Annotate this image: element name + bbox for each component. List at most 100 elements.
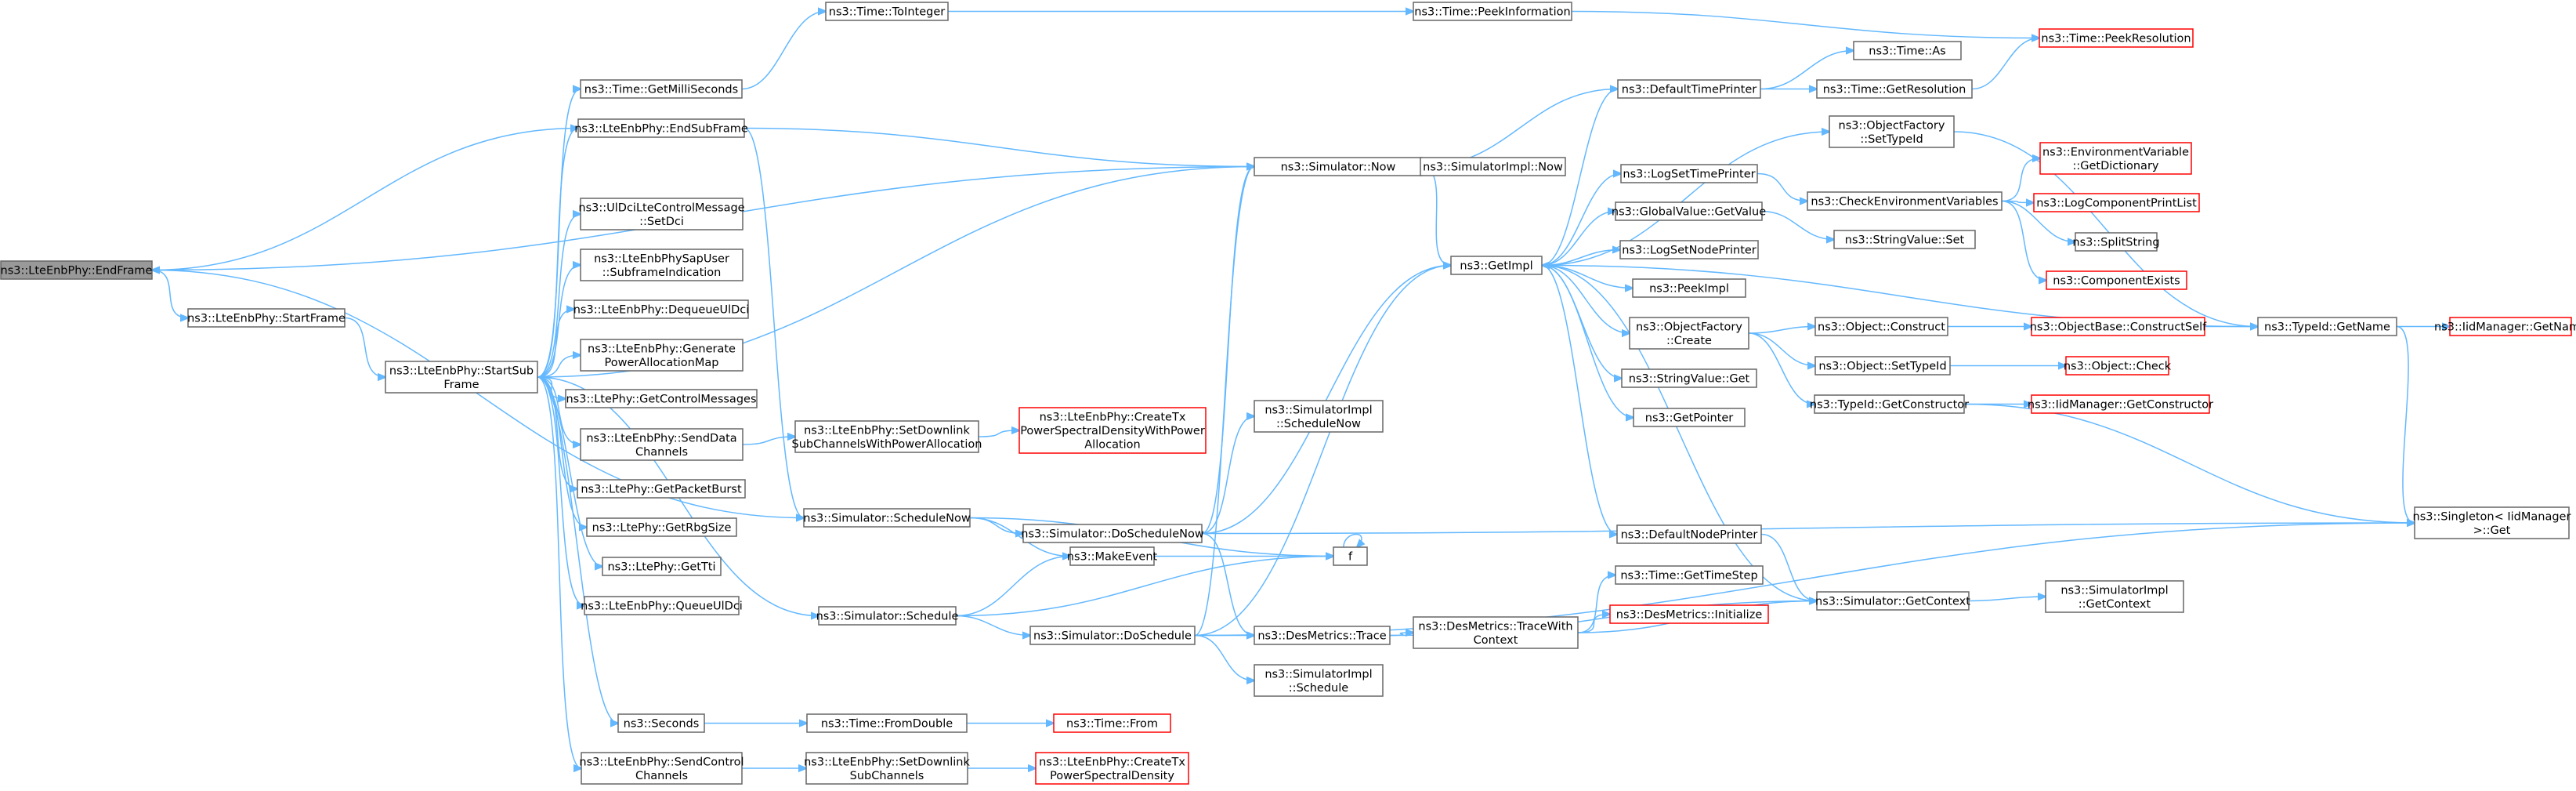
graph-edge (955, 615, 1030, 636)
node-box (1254, 400, 1384, 433)
graph-node[interactable]: ns3::TypeId::GetConstructor (1810, 394, 1969, 414)
graph-node[interactable]: ns3::Object::Check (2064, 356, 2172, 376)
graph-node[interactable]: ns3::Time::PeekResolution (2039, 28, 2194, 48)
graph-node[interactable]: ns3::LteEnbPhy::CreateTxPowerSpectralDen… (1035, 752, 1189, 785)
graph-node[interactable]: ns3::DefaultNodePrinter (1616, 524, 1762, 544)
graph-edge (743, 127, 804, 518)
graph-node[interactable]: ns3::Simulator::GetContext (1815, 591, 1970, 611)
node-box (1616, 524, 1762, 544)
graph-node[interactable]: ns3::SimulatorImpl::Now (1420, 157, 1566, 176)
graph-node[interactable]: ns3::LteEnbPhy::CreateTxPowerSpectralDen… (1018, 407, 1207, 454)
node-box (577, 479, 746, 499)
graph-node[interactable]: ns3::SimulatorImpl::ScheduleNow (1254, 400, 1384, 433)
node-box (573, 299, 749, 319)
graph-node[interactable]: ns3::ObjectFactory::Create (1629, 317, 1749, 350)
graph-node[interactable]: ns3::Seconds (617, 713, 705, 733)
graph-node[interactable]: ns3::IidManager::GetName (2434, 317, 2576, 336)
node-label: ns3::DefaultNodePrinter (1621, 529, 1758, 542)
graph-node[interactable]: ns3::LtePhy::GetRbgSize (586, 517, 737, 537)
graph-node[interactable]: ns3::Simulator::DoScheduleNow (1021, 524, 1204, 543)
graph-node[interactable]: ns3::SimulatorImpl::GetContext (2045, 580, 2184, 613)
graph-node[interactable]: ns3::Time::GetTimeStep (1615, 565, 1764, 585)
graph-node[interactable]: ns3::LteEnbPhy::EndSubFrame (574, 118, 748, 138)
graph-node[interactable]: ns3::EnvironmentVariable::GetDictionary (2039, 142, 2192, 175)
graph-node[interactable]: ns3::GlobalValue::GetValue (1612, 201, 1766, 221)
graph-node[interactable]: ns3::LtePhy::GetControlMessages (565, 389, 758, 408)
graph-node[interactable]: ns3::Time::ToInteger (825, 2, 949, 21)
graph-node[interactable]: ns3::Simulator::ScheduleNow (803, 508, 971, 528)
graph-node[interactable]: ns3::UlDciLteControlMessage::SetDci (578, 198, 745, 230)
graph-node[interactable]: ns3::DefaultTimePrinter (1617, 79, 1761, 99)
node-label: ns3::ObjectFactory (1636, 321, 1742, 333)
graph-node[interactable]: ns3::LtePhy::GetPacketBurst (577, 479, 746, 499)
graph-node[interactable]: ns3::LteEnbPhy::DequeueUlDci (573, 299, 750, 319)
graph-node[interactable]: ns3::Time::GetMilliSeconds (580, 79, 743, 99)
node-label: ns3::DesMetrics::Trace (1257, 630, 1386, 643)
graph-node[interactable]: ns3::LteEnbPhySapUser::SubframeIndicatio… (580, 249, 743, 281)
graph-node[interactable]: ns3::LogComponentPrintList (2033, 193, 2200, 212)
node-label: ns3::Time::GetResolution (1823, 84, 1966, 96)
node-box (1814, 317, 1948, 336)
graph-node[interactable]: ns3::Singleton< IidManager >::Get (2413, 506, 2571, 539)
graph-node[interactable]: ns3::Time::As (1853, 41, 1962, 60)
node-label: ns3::LtePhy::GetControlMessages (566, 394, 756, 406)
node-label: ns3::Simulator::DoSchedule (1033, 630, 1192, 643)
graph-node[interactable]: ns3::Object::Construct (1814, 317, 1948, 336)
graph-node[interactable]: ns3::PeekImpl (1632, 278, 1746, 298)
graph-node[interactable]: ns3::MakeEvent (1067, 546, 1158, 566)
graph-node[interactable]: ns3::IidManager::GetConstructor (2028, 394, 2213, 414)
graph-node[interactable]: ns3::LogSetNodePrinter (1619, 240, 1759, 259)
graph-node[interactable]: ns3::DesMetrics::Trace (1254, 626, 1391, 645)
graph-node[interactable]: ns3::CheckEnvironmentVariables (1807, 191, 2003, 211)
graph-node[interactable]: ns3::Time::GetResolution (1816, 79, 1973, 99)
graph-node[interactable]: ns3::GetPointer (1633, 408, 1746, 427)
graph-node[interactable]: ns3::TypeId::GetName (2257, 317, 2397, 336)
graph-node[interactable]: ns3::DesMetrics::Initialize (1609, 604, 1769, 624)
graph-node[interactable]: ns3::Time::PeekInformation (1413, 2, 1572, 21)
node-label: ns3::UlDciLteControlMessage (578, 201, 744, 214)
graph-node[interactable]: ns3::SimulatorImpl::Schedule (1254, 664, 1384, 697)
graph-node[interactable]: ns3::GetImpl (1450, 256, 1543, 275)
graph-edge (2001, 158, 2040, 202)
node-box (581, 752, 743, 785)
graph-node[interactable]: ns3::LteEnbPhy::GeneratePowerAllocationM… (580, 339, 743, 372)
node-box (1069, 546, 1155, 566)
node-box (580, 249, 743, 281)
graph-edge (1571, 10, 2039, 38)
node-label: ::ScheduleNow (1276, 418, 1361, 430)
graph-node[interactable]: ns3::Object::SetTypeId (1814, 356, 1951, 376)
graph-node[interactable]: ns3::StringValue::Set (1833, 230, 1976, 249)
graph-node[interactable]: ns3::LteEnbPhy::QueueUlDci (581, 596, 743, 615)
graph-node[interactable]: ns3::StringValue::Get (1621, 368, 1757, 388)
node-box (584, 596, 740, 615)
graph-node[interactable]: ns3::SplitString (2072, 232, 2160, 252)
graph-node[interactable]: ns3::Time::FromDouble (806, 713, 968, 733)
graph-node[interactable]: ns3::LogSetTimePrinter (1620, 164, 1758, 183)
graph-edge (1760, 51, 1854, 90)
graph-node[interactable]: ns3::LtePhy::GetTti (602, 557, 722, 576)
graph-node[interactable]: ns3::Time::From (1053, 713, 1171, 733)
node-label: ns3::Simulator::GetContext (1815, 596, 1970, 608)
graph-node[interactable]: ns3::ObjectBase::ConstructSelf (2030, 317, 2207, 336)
graph-node[interactable]: ns3::LteEnbPhy::SetDownlinkSubChannelsWi… (792, 420, 982, 453)
node-label: ns3::StringValue::Get (1629, 373, 1750, 386)
graph-node[interactable]: f (1333, 546, 1368, 566)
node-box (805, 752, 968, 785)
graph-edge (1194, 634, 1254, 681)
graph-node[interactable]: ns3::ObjectFactory::SetTypeId (1829, 115, 1955, 148)
graph-node[interactable]: ns3::LteEnbPhy::EndFrame (0, 260, 153, 280)
node-box (1022, 524, 1203, 543)
graph-node[interactable]: ns3::ComponentExists (2046, 270, 2187, 290)
graph-node[interactable]: ns3::LteEnbPhy::StartFrame (187, 308, 346, 328)
node-box (2065, 356, 2169, 376)
graph-node[interactable]: ns3::Simulator::DoSchedule (1029, 626, 1196, 645)
graph-node[interactable]: ns3::Simulator::Now (1254, 157, 1423, 176)
graph-node[interactable]: ns3::Simulator::Schedule (816, 606, 959, 626)
graph-edge (537, 310, 574, 378)
node-box (385, 361, 538, 394)
